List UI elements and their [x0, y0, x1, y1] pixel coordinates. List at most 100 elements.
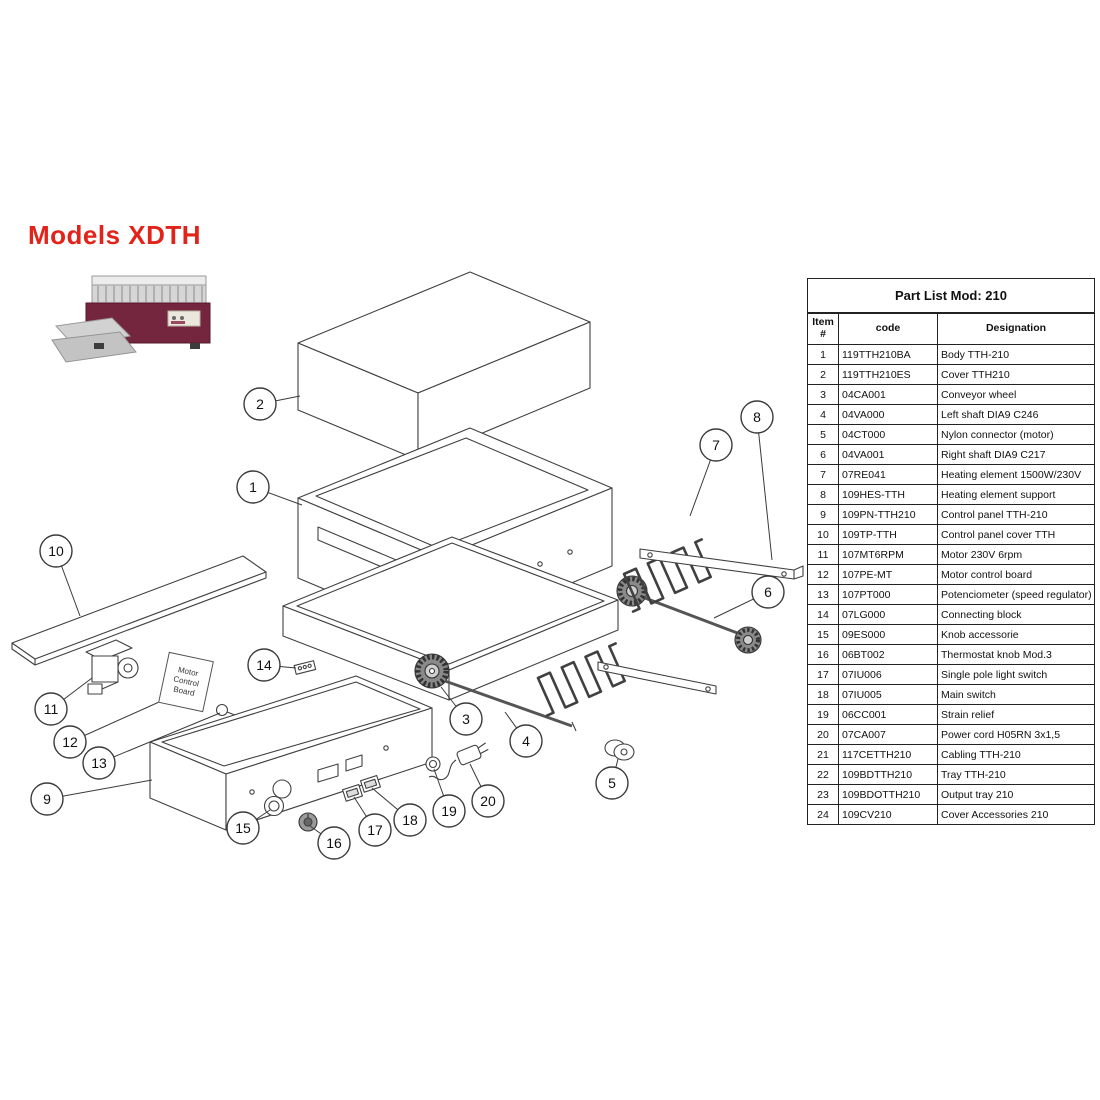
- callout-label: 11: [44, 701, 59, 717]
- cell-designation: Control panel cover TTH: [937, 524, 1094, 544]
- right-shaft-assembly: [616, 575, 762, 654]
- cell-designation: Knob accessorie: [937, 624, 1094, 644]
- cell-item: 17: [808, 664, 838, 684]
- callout-20: 20: [471, 784, 505, 818]
- cell-code: 06BT002: [838, 644, 937, 664]
- cell-item: 12: [808, 564, 838, 584]
- cell-code: 04VA000: [838, 404, 937, 424]
- cell-designation: Strain relief: [937, 704, 1094, 724]
- callout-label: 4: [522, 733, 530, 749]
- callout-label: 13: [91, 755, 107, 771]
- header-code: code: [838, 313, 937, 344]
- toaster-photo-art: [51, 275, 211, 363]
- cell-item: 7: [808, 464, 838, 484]
- callout-9: 9: [30, 782, 64, 816]
- callout-label: 15: [235, 820, 251, 836]
- callout-label: 9: [43, 791, 51, 807]
- product-photo: [51, 275, 211, 363]
- callout-7: 7: [699, 428, 733, 462]
- callout-label: 10: [48, 543, 64, 559]
- callout-label: 16: [326, 835, 342, 851]
- callout-8: 8: [740, 400, 774, 434]
- callout-1: 1: [236, 470, 270, 504]
- cell-code: 07LG000: [838, 604, 937, 624]
- page-title: Models XDTH: [28, 220, 202, 250]
- callout-label: 5: [608, 775, 616, 791]
- motor-part: [85, 639, 139, 695]
- callout-17: 17: [358, 813, 392, 847]
- cell-designation: Cover TTH210: [937, 364, 1094, 384]
- header-item: Item #: [808, 313, 838, 344]
- thermostat-knob-part: [298, 812, 318, 832]
- header-item-line2: #: [820, 328, 826, 340]
- callout-label: 18: [402, 812, 418, 828]
- callout-label: 2: [256, 396, 264, 412]
- cell-item: 10: [808, 524, 838, 544]
- callout-14: 14: [247, 648, 281, 682]
- cell-designation: Thermostat knob Mod.3: [937, 644, 1094, 664]
- connecting-block-part: [293, 660, 317, 675]
- callout-2: 2: [243, 387, 277, 421]
- cell-item: 18: [808, 684, 838, 704]
- heating-element-upper: [622, 538, 713, 613]
- cell-designation: Motor control board: [937, 564, 1094, 584]
- parts-table-title: Part List Mod: 210: [808, 279, 1094, 313]
- cell-code: 07RE041: [838, 464, 937, 484]
- cell-designation: Tray TTH-210: [937, 764, 1094, 784]
- cell-item: 9: [808, 504, 838, 524]
- cell-item: 8: [808, 484, 838, 504]
- cell-designation: Cover Accessories 210: [937, 804, 1094, 824]
- callout-15: 15: [226, 811, 260, 845]
- cell-code: 06CC001: [838, 704, 937, 724]
- cell-item: 16: [808, 644, 838, 664]
- cell-item: 23: [808, 784, 838, 804]
- heating-element-lower: [536, 642, 627, 717]
- cell-item: 15: [808, 624, 838, 644]
- cell-designation: Motor 230V 6rpm: [937, 544, 1094, 564]
- header-designation: Designation: [937, 313, 1094, 344]
- callout-label: 3: [462, 711, 470, 727]
- parts-table-header: Item # code Designation: [808, 313, 1094, 344]
- callout-13: 13: [82, 746, 116, 780]
- callout-label: 1: [249, 479, 257, 495]
- nylon-connector-part: [604, 739, 635, 761]
- cell-code: 04CA001: [838, 384, 937, 404]
- conveyor-wheel-part: [414, 653, 450, 689]
- cell-item: 11: [808, 544, 838, 564]
- cell-designation: Body TTH-210: [937, 344, 1094, 364]
- cover-part: [297, 271, 591, 461]
- callout-label: 7: [712, 437, 720, 453]
- callout-3: 3: [449, 702, 483, 736]
- cell-item: 13: [808, 584, 838, 604]
- callout-11: 11: [34, 692, 68, 726]
- cell-item: 19: [808, 704, 838, 724]
- cell-designation: Conveyor wheel: [937, 384, 1094, 404]
- cell-item: 20: [808, 724, 838, 744]
- cell-code: 09ES000: [838, 624, 937, 644]
- cell-item: 1: [808, 344, 838, 364]
- callout-10: 10: [39, 534, 73, 568]
- cell-item: 4: [808, 404, 838, 424]
- callout-4: 4: [509, 724, 543, 758]
- cell-code: 109HES-TTH: [838, 484, 937, 504]
- cell-designation: Single pole light switch: [937, 664, 1094, 684]
- cell-code: 109CV210: [838, 804, 937, 824]
- cell-designation: Nylon connector (motor): [937, 424, 1094, 444]
- panel-cover-part: [11, 555, 267, 666]
